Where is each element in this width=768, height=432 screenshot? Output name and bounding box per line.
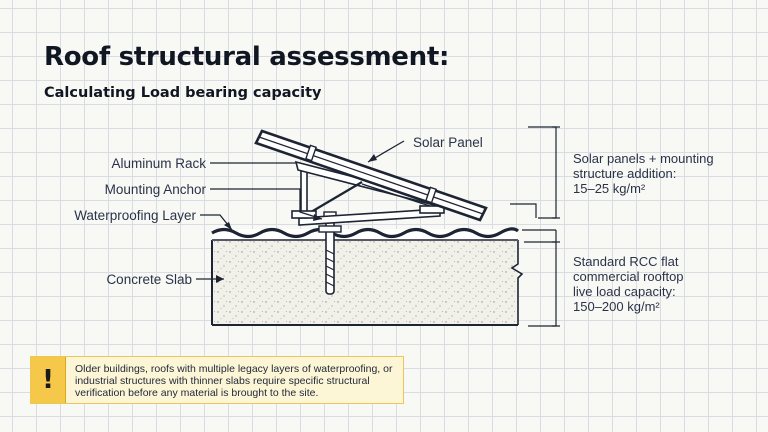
label-solar-panel: Solar Panel xyxy=(413,135,483,150)
warning-box: ! Older buildings, roofs with multiple l… xyxy=(30,356,404,404)
page-subtitle: Calculating Load bearing capacity xyxy=(44,85,322,101)
arrowhead xyxy=(224,222,232,230)
arrowhead xyxy=(216,275,224,283)
annotation-panel-load: Solar panels + mounting structure additi… xyxy=(573,151,714,196)
annotation-roof-capacity: Standard RCC flat commercial rooftop liv… xyxy=(573,254,684,314)
exclamation-icon: ! xyxy=(31,357,66,403)
waterproofing-layer xyxy=(211,227,520,241)
label-aluminum-rack: Aluminum Rack xyxy=(111,156,206,171)
label-mounting-anchor: Mounting Anchor xyxy=(105,182,207,197)
solar-panel xyxy=(254,129,488,222)
concrete-slab xyxy=(211,240,524,326)
dimension-brackets xyxy=(510,126,560,327)
arrowhead xyxy=(313,214,322,221)
warning-text: Older buildings, roofs with multiple leg… xyxy=(75,363,393,399)
arrowhead xyxy=(368,154,377,162)
label-waterproofing-layer: Waterproofing Layer xyxy=(74,208,196,223)
aluminum-rack xyxy=(291,160,445,226)
page-title: Roof structural assessment: xyxy=(44,42,450,72)
label-concrete-slab: Concrete Slab xyxy=(106,272,192,287)
